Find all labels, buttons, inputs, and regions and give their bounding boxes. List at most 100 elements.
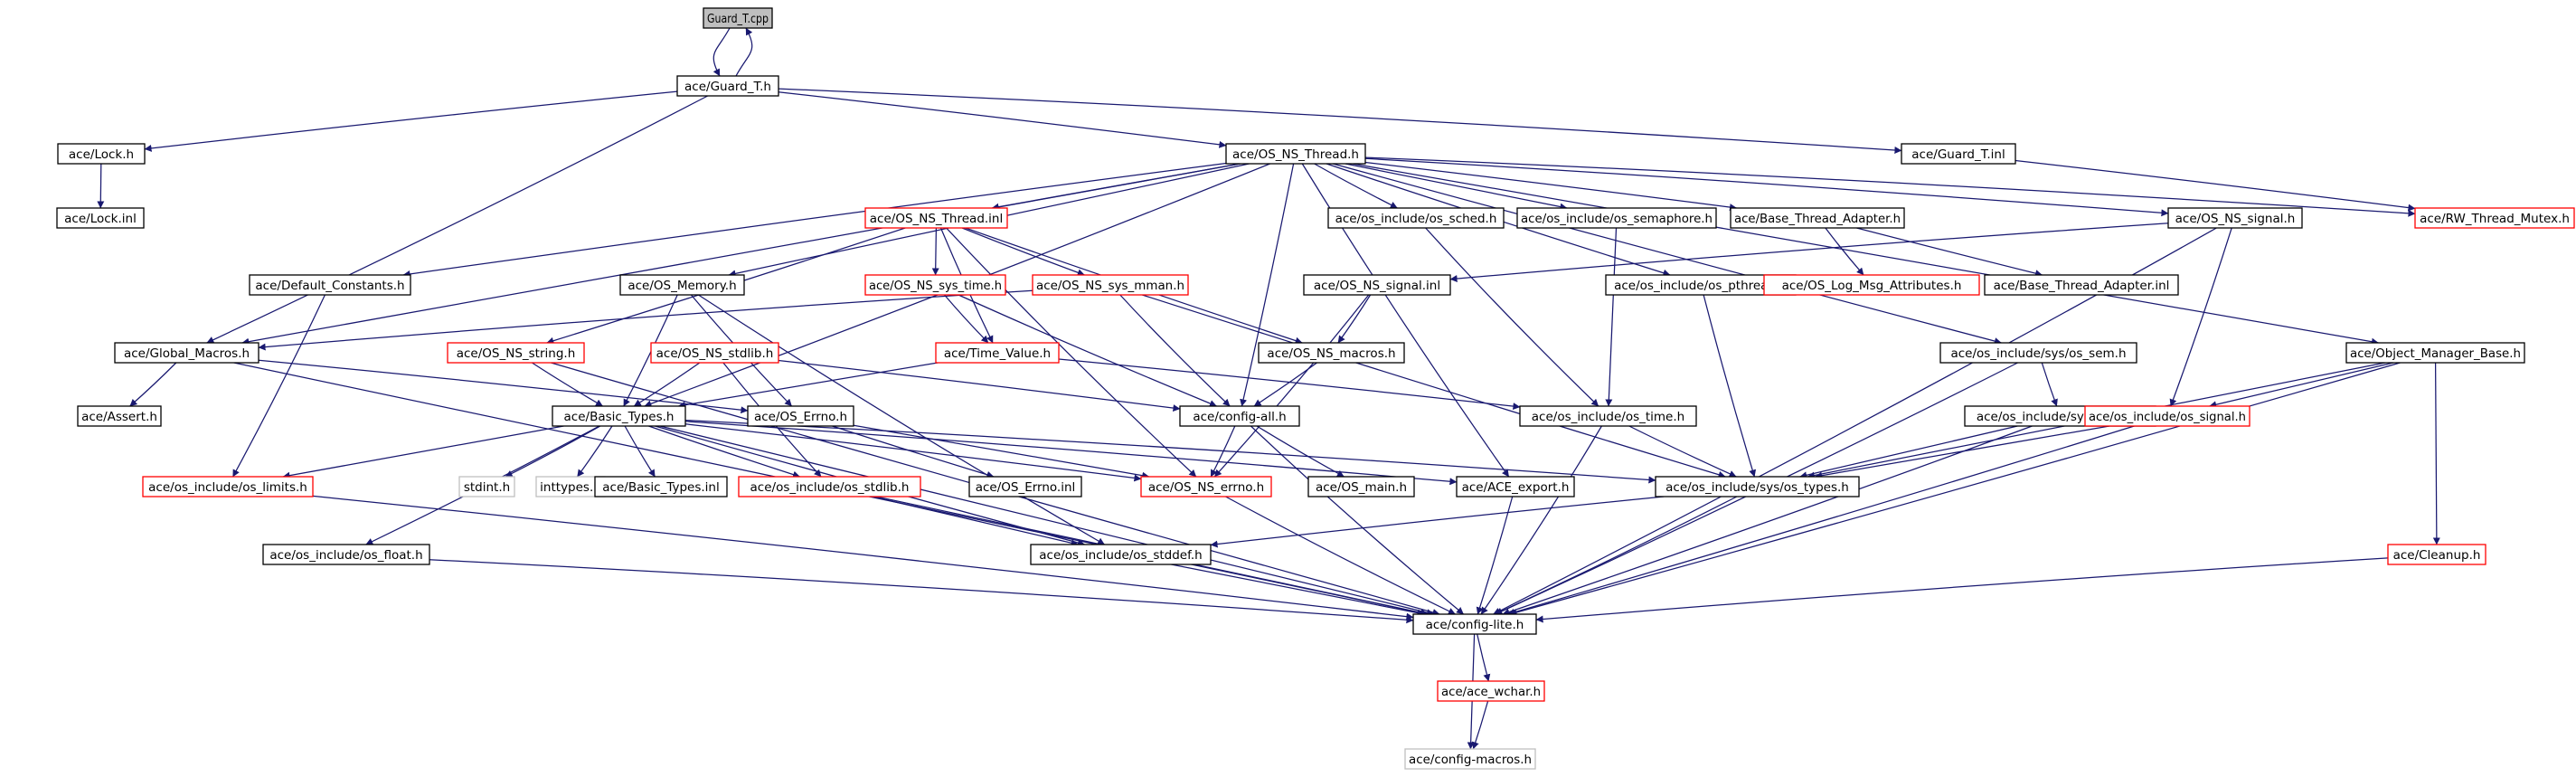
node-os-ns-signal-inl[interactable]: ace/OS_NS_signal.inl xyxy=(1303,274,1451,296)
node-os-log-msg-attributes-h[interactable]: ace/OS_Log_Msg_Attributes.h xyxy=(1763,274,1980,296)
edge-os_ns_thread_h-to-config_all_h xyxy=(1240,163,1295,407)
edge-arrow xyxy=(258,289,1033,351)
node-box xyxy=(650,342,779,364)
edge-os_ns_sys_mman_h-to-global_macros_h xyxy=(258,289,1033,351)
node-guard-t-h[interactable]: ace/Guard_T.h xyxy=(676,75,779,97)
edge-base_thread_adapter_h-to-base_thread_adapter_inl xyxy=(1856,227,2043,278)
node-config-lite-h[interactable]: ace/config-lite.h xyxy=(1412,613,1537,635)
node-label: ace/OS_NS_macros.h xyxy=(1267,346,1395,361)
node-global-macros-h[interactable]: ace/Global_Macros.h xyxy=(114,342,259,364)
node-label: ace/Default_Constants.h xyxy=(255,279,404,293)
node-guard-t-cpp[interactable]: Guard_T.cpp xyxy=(703,7,773,29)
edge-arrow xyxy=(1213,294,1370,478)
node-basic-types-inl[interactable]: ace/Basic_Types.inl xyxy=(594,476,728,497)
edge-basic_types_h-to-os_limits_h xyxy=(282,425,564,479)
node-stdint-h[interactable]: stdint.h xyxy=(458,476,515,497)
node-box xyxy=(703,7,773,29)
edge-arrow xyxy=(931,227,939,276)
node-rw-thread-mutex-h[interactable]: ace/RW_Thread_Mutex.h xyxy=(2414,207,2575,229)
node-basic-types-h[interactable]: ace/Basic_Types.h xyxy=(552,405,686,427)
edge-object_manager_base_h-to-config_lite_h xyxy=(1509,362,2401,616)
edge-os_semaphore_h-to-os_time_h xyxy=(1605,227,1618,407)
node-assert-h[interactable]: ace/Assert.h xyxy=(77,405,162,427)
node-os-memory-h[interactable]: ace/OS_Memory.h xyxy=(619,274,745,296)
node-os-ns-errno-h[interactable]: ace/OS_NS_errno.h xyxy=(1140,476,1272,497)
node-box xyxy=(1258,342,1405,364)
node-guard-t-inl[interactable]: ace/Guard_T.inl xyxy=(1901,143,2016,165)
node-box xyxy=(1303,274,1451,296)
edge-arrow xyxy=(144,90,678,152)
edge-basic_types_h-to-os_ns_errno_h xyxy=(684,423,1142,482)
node-ace-wchar-h[interactable]: ace/ace_wchar.h xyxy=(1437,680,1545,702)
edge-config_all_h-to-os_ns_errno_h xyxy=(1210,425,1236,478)
edge-os_ns_thread_h-to-global_macros_h xyxy=(241,163,1241,346)
node-label: ace/os_include/os_stdlib.h xyxy=(750,480,910,495)
edge-os_ns_thread_h-to-os_semaphore_h xyxy=(1345,163,1568,211)
node-box xyxy=(552,405,686,427)
node-os-ns-thread-inl[interactable]: ace/OS_NS_Thread.inl xyxy=(864,207,1008,229)
edge-arrow xyxy=(853,424,1150,479)
node-os-ns-string-h[interactable]: ace/OS_NS_string.h xyxy=(447,342,585,364)
node-os-ns-thread-h[interactable]: ace/OS_NS_Thread.h xyxy=(1225,143,1366,165)
node-object-manager-base-h[interactable]: ace/Object_Manager_Base.h xyxy=(2345,342,2525,364)
node-os-stdlib-h[interactable]: ace/os_include/os_stdlib.h xyxy=(738,476,921,497)
node-os-ns-stdlib-h[interactable]: ace/OS_NS_stdlib.h xyxy=(650,342,779,364)
edge-arrow xyxy=(1703,294,1757,478)
edge-os_types_h-to-config_lite_h xyxy=(1495,496,1738,615)
node-os-types-h[interactable]: ace/os_include/sys/os_types.h xyxy=(1655,476,1860,497)
node-os-ns-signal-h[interactable]: ace/OS_NS_signal.h xyxy=(2167,207,2303,229)
node-box xyxy=(1901,143,2016,165)
node-os-sched-h[interactable]: ace/os_include/os_sched.h xyxy=(1327,207,1505,229)
edge-arrow xyxy=(1337,294,1372,344)
node-os-time-h[interactable]: ace/os_include/os_time.h xyxy=(1519,405,1697,427)
edge-os_ns_sys_mman_h-to-config_all_h xyxy=(1119,294,1231,407)
node-lock-inl[interactable]: ace/Lock.inl xyxy=(56,207,145,229)
edge-arrow xyxy=(1345,163,1568,211)
node-base-thread-adapter-h[interactable]: ace/Base_Thread_Adapter.h xyxy=(1730,207,1905,229)
edge-arrow xyxy=(312,495,1414,621)
node-os-float-h[interactable]: ace/os_include/os_float.h xyxy=(262,544,430,565)
node-box xyxy=(249,274,411,296)
node-default-constants-h[interactable]: ace/Default_Constants.h xyxy=(249,274,411,296)
node-os-ns-sys-time-h[interactable]: ace/OS_NS_sys_time.h xyxy=(864,274,1006,296)
edge-arrow xyxy=(1364,161,1737,211)
node-os-errno-inl[interactable]: ace/OS_Errno.inl xyxy=(968,476,1082,497)
edge-arrow xyxy=(684,423,1142,482)
edge-os_stddef_h-to-config_lite_h xyxy=(1171,564,1425,617)
node-cleanup-h[interactable]: ace/Cleanup.h xyxy=(2387,544,2486,565)
node-box xyxy=(619,274,745,296)
edge-config_all_h-to-config_lite_h xyxy=(1250,425,1465,615)
edge-os_time_h-to-config_lite_h xyxy=(1480,425,1602,615)
node-os-main-h[interactable]: ace/OS_main.h xyxy=(1307,476,1415,497)
node-label: ace/Guard_T.h xyxy=(684,80,771,94)
node-os-sem-h[interactable]: ace/os_include/sys/os_sem.h xyxy=(1939,342,2137,364)
node-os-semaphore-h[interactable]: ace/os_include/os_semaphore.h xyxy=(1516,207,1717,229)
node-time-value-h[interactable]: ace/Time_Value.h xyxy=(935,342,1060,364)
node-os-errno-h[interactable]: ace/OS_Errno.h xyxy=(747,405,854,427)
edge-arrow xyxy=(1240,163,1295,407)
edge-arrow xyxy=(1142,294,1726,479)
node-os-ns-sys-mman-h[interactable]: ace/OS_NS_sys_mman.h xyxy=(1032,274,1189,296)
node-os-ns-macros-h[interactable]: ace/OS_NS_macros.h xyxy=(1258,342,1405,364)
node-label: ace/Base_Thread_Adapter.h xyxy=(1734,212,1901,226)
edge-arrow xyxy=(1250,425,1465,615)
node-label: ace/OS_NS_sys_mman.h xyxy=(1036,279,1184,293)
node-label: ace/Lock.inl xyxy=(64,212,137,226)
edge-layer xyxy=(97,27,2440,750)
node-lock-h[interactable]: ace/Lock.h xyxy=(57,143,146,165)
node-config-macros-h[interactable]: ace/config-macros.h xyxy=(1404,748,1536,770)
edge-time_value_h-to-os_time_h xyxy=(1058,358,1521,411)
node-os-limits-h[interactable]: ace/os_include/os_limits.h xyxy=(142,476,314,497)
edge-os_ns_sys_mman_h-to-os_types_h xyxy=(1142,294,1726,479)
node-config-all-h[interactable]: ace/config-all.h xyxy=(1179,405,1300,427)
node-os-stddef-h[interactable]: ace/os_include/os_stddef.h xyxy=(1030,544,1212,565)
node-label: ace/os_include/os_stddef.h xyxy=(1039,548,1202,563)
node-ace-export-h[interactable]: ace/ACE_export.h xyxy=(1456,476,1575,497)
edge-arrow xyxy=(1535,557,2389,623)
edge-arrow xyxy=(576,425,613,478)
node-box xyxy=(77,405,162,427)
edge-os_ipc_h-to-config_lite_h xyxy=(1502,425,2033,616)
node-base-thread-adapter-inl[interactable]: ace/Base_Thread_Adapter.inl xyxy=(1984,274,2179,296)
node-label: ace/config-macros.h xyxy=(1409,753,1532,767)
node-os-signal-h[interactable]: ace/os_include/os_signal.h xyxy=(2084,405,2250,427)
